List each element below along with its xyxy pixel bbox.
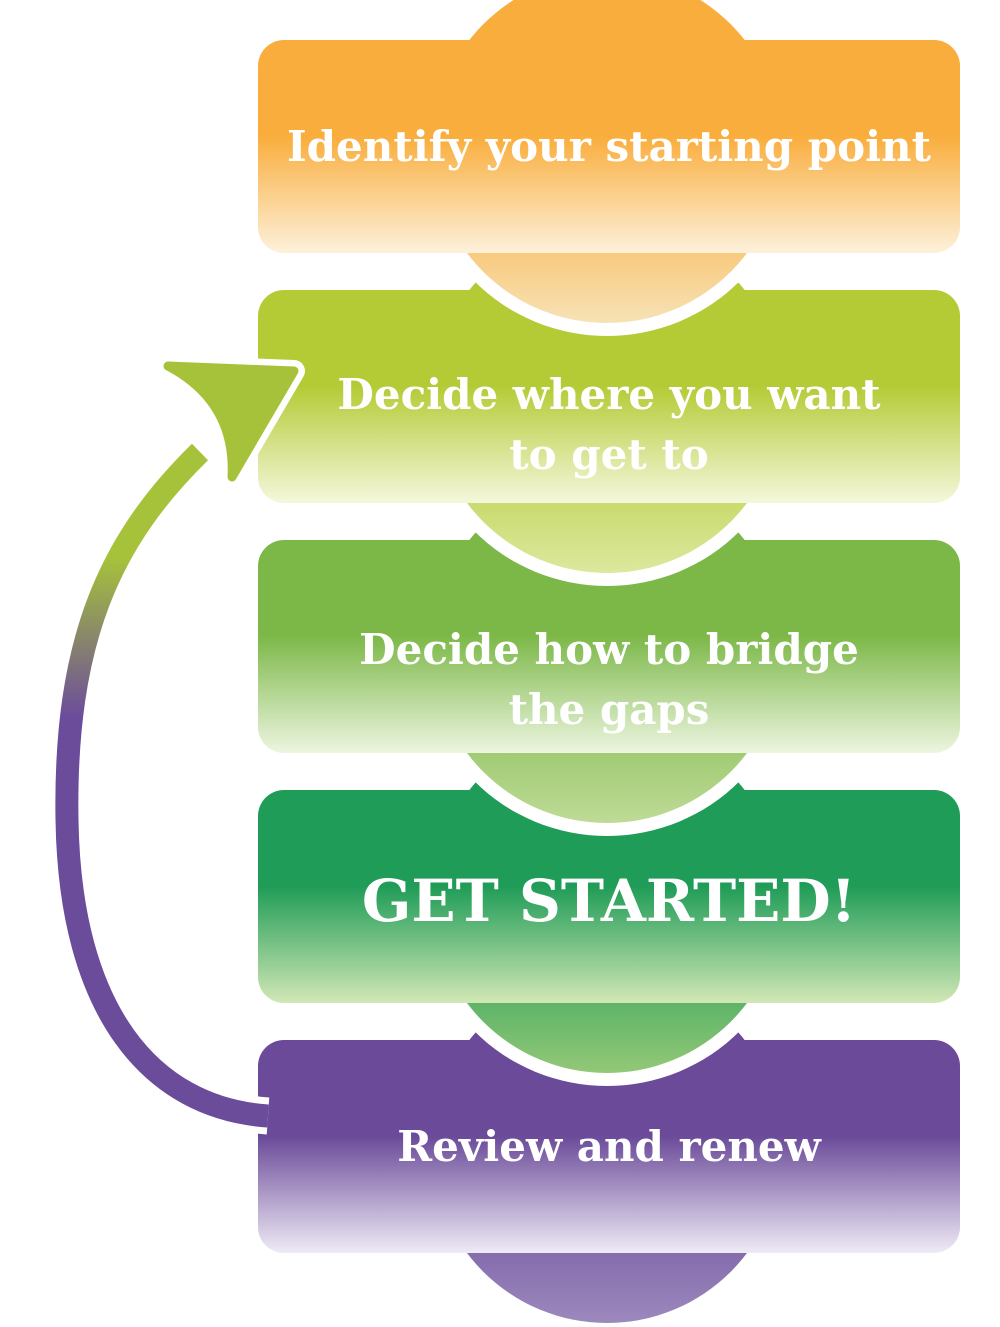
loop-arrow-casing	[48, 438, 270, 1135]
loop-arrowhead	[163, 361, 299, 482]
step-1-shape	[258, 0, 960, 323]
loop-arrow-shaft	[55, 443, 269, 1128]
